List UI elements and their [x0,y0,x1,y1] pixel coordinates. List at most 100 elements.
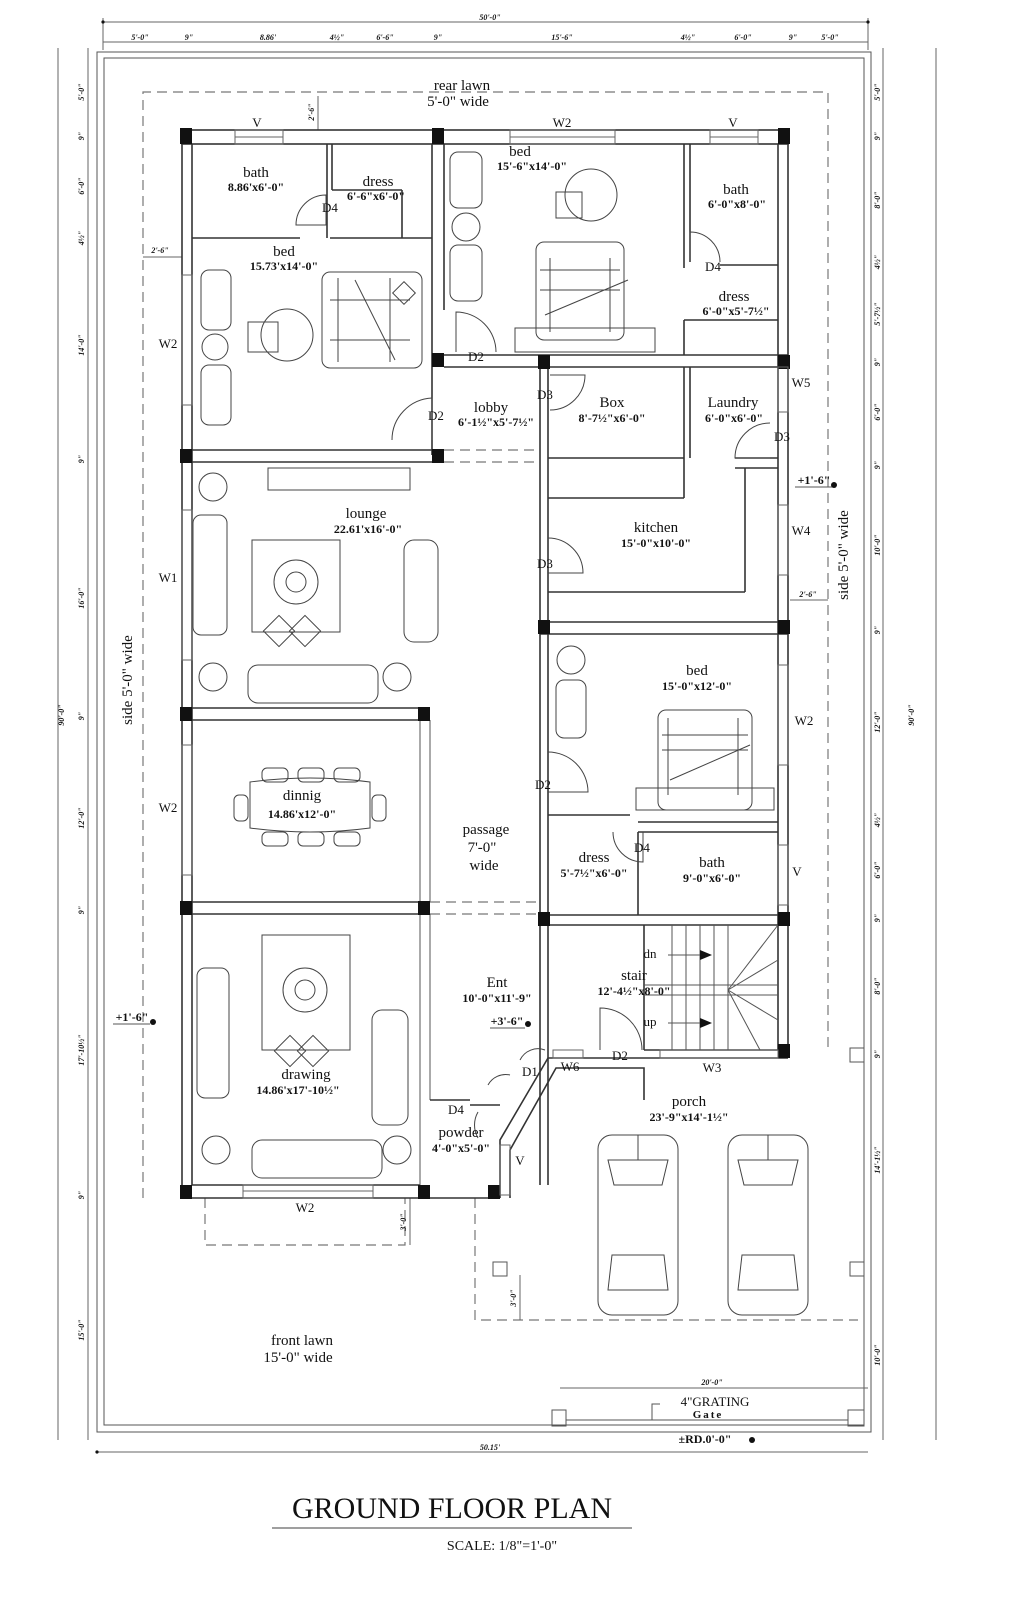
room-size: 9'-0"x6'-0" [683,871,741,885]
window-label: W2 [553,115,572,130]
side-table-icon [198,472,228,502]
top-dim: 4½" [329,33,344,42]
room-name: powder [439,1125,484,1141]
right-dim: 4½" [873,255,882,270]
right-dim: 6'-0" [873,861,882,878]
room-size: 6'-0"x8'-0" [708,197,766,211]
window-label: W2 [296,1200,315,1215]
right-side-label: side 5'-0" wide [836,510,852,600]
rear-lawn-label: rear lawn [434,78,491,94]
right-dim: 10'-0" [873,1344,882,1365]
level-entrance: +3'-6" [491,1014,524,1028]
right-dim: 5'-0" [873,83,882,100]
room-dining: dinnig 14.86'x12'-0" [268,788,336,821]
door-label: D3 [774,429,790,444]
sofa-chair-icon [555,679,587,739]
drawing-title: GROUND FLOOR PLAN [292,1492,612,1525]
plot-boundary [96,51,872,1433]
top-dim: 9" [434,33,442,42]
room-size: 22.61'x16'-0" [334,522,402,536]
rear-offset-dim: 2'-6" [307,103,316,121]
room-name: dress [719,289,750,305]
bottom-dimension: 50.15' 20'-0" [95,1378,868,1454]
room-size: 15'-6"x14'-0" [497,159,567,173]
drawing-scale: SCALE: 1/8"=1'-0" [447,1539,557,1554]
top-dim: 6'-0" [734,33,751,42]
level-kitchen-side: +1'-6" [798,473,831,487]
side-table-icon [198,662,228,692]
room-name: Box [599,395,625,411]
door-label: D4 [322,200,338,215]
room-name: Laundry [708,395,759,411]
sofa-icon [371,1009,409,1126]
doors [295,194,771,1139]
room-name: bed [273,244,295,260]
gate-width-dim: 20'-0" [700,1378,722,1387]
left-offset-dim: 2'-6" [150,246,168,255]
right-dim: 9" [873,132,882,140]
bottom-total-dim: 50.15' [480,1443,501,1452]
room-name: stair [621,968,647,984]
level-markers: +1'-6" +1'-6" +3'-6" [113,473,837,1443]
left-dim: 6'-0" [77,177,86,194]
gate-grating: 4"GRATING Gate ±RD.0'-0" [551,1394,865,1446]
rear-lawn-size: 5'-0" wide [427,94,489,110]
sofa-icon [251,1139,383,1179]
right-dim: 12'-0" [873,711,882,732]
sofa-chair-icon [200,364,232,426]
columns [180,128,790,1199]
door-label: D2 [612,1048,628,1063]
zone-labels: rear lawn 5'-0" wide side 5'-0" wide sid… [120,78,852,1366]
window-labels: V W2 V W2 W5 W1 W4 W2 W2 V W6 W3 V W2 [159,115,814,1215]
right-dim: 4½" [873,813,882,828]
room-size: 15'-0"x10'-0" [621,536,691,550]
window-label: W4 [792,523,811,538]
room-size: 6'-0"x5'-7½" [703,304,770,318]
right-total-dim: 90'-0" [907,704,916,725]
carpet-icon [251,539,341,633]
top-dim: 15'-6" [551,33,572,42]
room-name: bed [686,663,708,679]
right-offset-dim: 2'-6" [798,590,816,599]
level-marker-icon [525,1021,531,1027]
top-dimension-chain: 50'-0" 5'-0" 9" 8.86' 4½" 6'-6" 9" 15'-6… [101,13,870,50]
door-label: D4 [634,840,650,855]
door-label: D3 [537,387,553,402]
side-table-icon [382,1135,412,1165]
side-table-icon [382,662,412,692]
top-total-dim: 50'-0" [479,13,500,22]
top-dim: 9" [185,33,193,42]
right-dim: 9" [873,358,882,366]
door-label: D2 [468,349,484,364]
room-size: 14.86'x17'-10½" [256,1083,339,1097]
door-label: D2 [535,777,551,792]
dining-table-icon [249,777,371,833]
room-name: dinnig [283,788,322,804]
room-size: 14.86'x12'-0" [268,807,336,821]
staircase: dn up [644,924,779,1051]
passage-extra: wide [469,858,499,874]
left-dimension-chain: 90'-0" 5'-0" 9" 6'-0" 4½" 14'-0" 9" 16'-… [57,48,89,1440]
left-dim: 4½" [77,231,86,246]
room-name: kitchen [634,520,679,536]
left-dim: 5'-0" [77,83,86,100]
door-label: D3 [537,556,553,571]
room-name: drawing [281,1067,331,1083]
left-dim: 9" [77,906,86,914]
top-dim: 6'-6" [376,33,393,42]
side-table-icon [201,333,229,361]
tv-console-icon [267,467,411,491]
